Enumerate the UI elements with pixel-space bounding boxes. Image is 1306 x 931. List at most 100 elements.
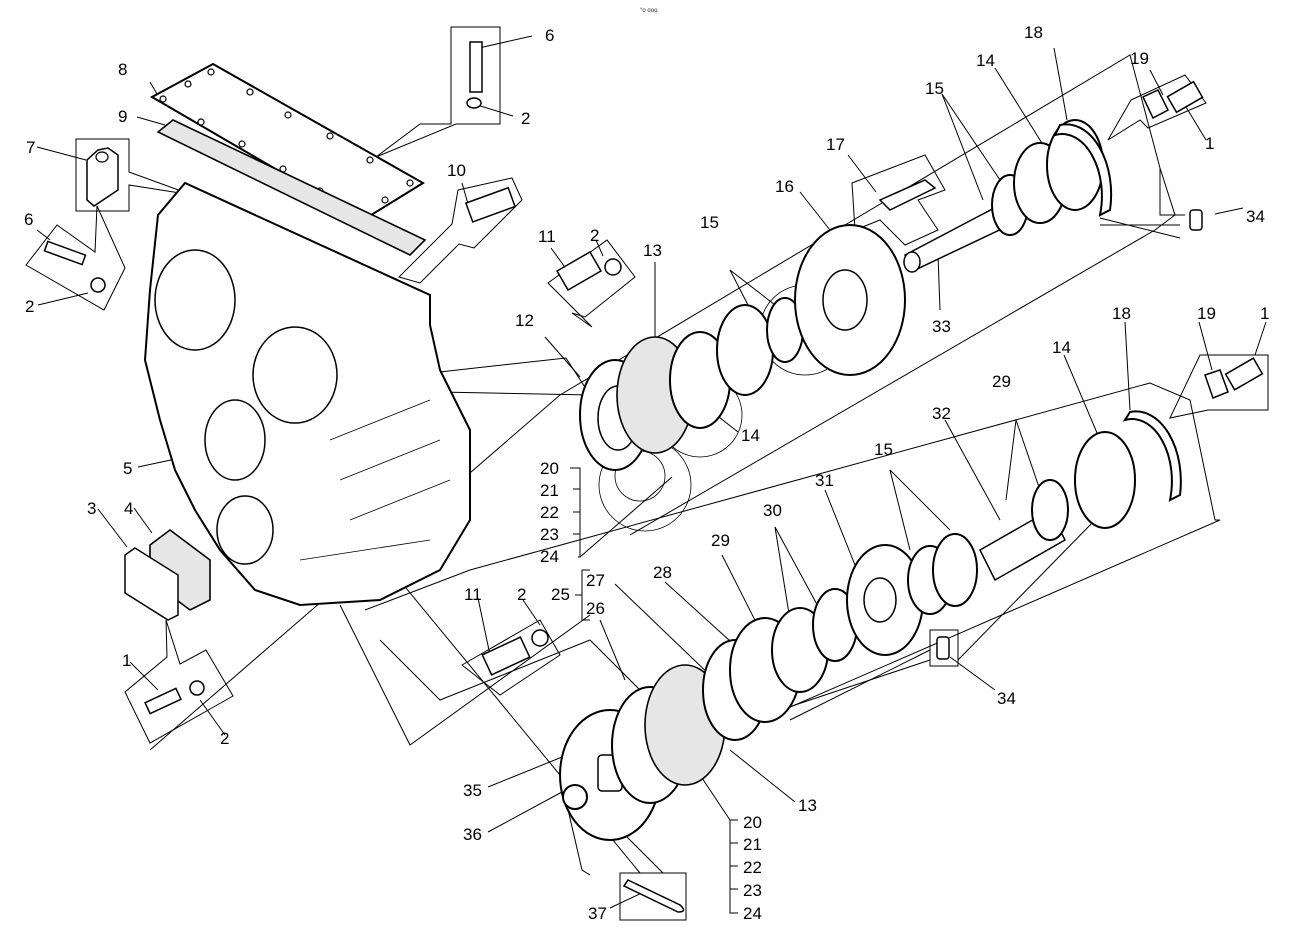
- lower-shaft-envelope: [364, 382, 1221, 756]
- bolt-washer-group-frame-right-lower: [1169, 354, 1269, 419]
- leader-18b: [1124, 321, 1131, 411]
- bracket-7: [86, 147, 119, 207]
- leader-2c: [199, 699, 226, 736]
- leader-2b: [37, 292, 89, 306]
- bolt-washer-group-frame-mid: [547, 239, 636, 328]
- leader-6b: [36, 229, 51, 241]
- callout-9: 9: [118, 107, 128, 126]
- callout-29: 29: [711, 531, 730, 550]
- washer-2b: [90, 277, 106, 293]
- callout-30: 30: [763, 501, 782, 520]
- bracket-plate: [86, 147, 119, 207]
- key-17: [878, 179, 937, 211]
- callout-25: 25: [551, 585, 570, 604]
- leader-31: [824, 489, 856, 566]
- leader-26: [599, 619, 626, 681]
- housing-long-leader: [279, 434, 591, 876]
- callout-27: 27: [586, 571, 605, 590]
- housing: [143, 181, 471, 607]
- bolt-6b: [43, 240, 87, 266]
- callout-15: 15: [700, 213, 719, 232]
- leader-15b-1: [729, 269, 749, 306]
- callout-17: 17: [826, 135, 845, 154]
- callout-11: 11: [538, 227, 556, 246]
- bolt-11a: [556, 250, 602, 292]
- stud-10: [464, 186, 516, 223]
- leader-34a: [1214, 207, 1244, 215]
- bolt-6a: [469, 41, 483, 93]
- leader-30-2: [774, 526, 821, 611]
- callout-2: 2: [220, 729, 230, 748]
- leader-34b: [949, 656, 996, 691]
- bolt-1c: [1224, 357, 1264, 391]
- side-cover: [124, 529, 211, 621]
- washer-2e: [531, 629, 549, 647]
- leader-2a: [476, 104, 514, 117]
- cover-plate: [149, 62, 425, 222]
- leader-9: [136, 116, 166, 126]
- pin-group-frame-lower: [929, 629, 959, 667]
- callout-31: 31: [815, 471, 834, 490]
- callout-37: 37: [588, 904, 607, 923]
- housing-bore-1: [154, 249, 236, 351]
- bearing-ring-14c: [1074, 431, 1136, 529]
- leader-28: [664, 581, 741, 651]
- leader-15a-2: [941, 93, 984, 201]
- callout-26: 26: [586, 599, 605, 618]
- housing-bore-4: [216, 495, 274, 565]
- callout-4: 4: [124, 499, 134, 518]
- brace-lower-item-22: 22: [743, 858, 762, 877]
- washer-2a: [466, 97, 482, 109]
- lockplate-19b: [1204, 369, 1229, 399]
- pin-34b: [936, 636, 950, 660]
- callout-19: 19: [1197, 304, 1216, 323]
- leader-11b: [477, 597, 491, 656]
- half-ring-18a: [1053, 123, 1113, 217]
- lower-shaft-assembly: [559, 410, 1182, 841]
- washer-2d: [604, 258, 622, 276]
- brace-upper-item-23: 23: [540, 525, 559, 544]
- callout-1: 1: [122, 651, 132, 670]
- bearing-15c-outer: [932, 533, 978, 607]
- bearing-29a: [1031, 479, 1069, 541]
- half-ring-18b: [1122, 410, 1182, 502]
- leader-29a-2: [1015, 419, 1041, 491]
- stud-group-frame: [398, 177, 523, 284]
- housing-bore-3: [204, 399, 266, 481]
- leader-34b-2: [779, 659, 931, 711]
- callout-32: 32: [932, 404, 951, 423]
- gasket: [156, 119, 427, 256]
- leader-15b-2: [729, 269, 776, 306]
- callout-13: 13: [798, 796, 817, 815]
- bolt-washer-group-frame-lower-mid: [461, 619, 561, 696]
- housing-lower-leader: [339, 604, 591, 746]
- callout-16: 16: [775, 177, 794, 196]
- callout-12: 12: [515, 311, 534, 330]
- callout-6: 6: [24, 210, 34, 229]
- callout-6: 6: [545, 26, 555, 45]
- leader-15c-1: [889, 469, 911, 551]
- callout-11: 11: [464, 585, 482, 604]
- gasket-plate: [156, 119, 427, 256]
- callout-1: 1: [1260, 304, 1270, 323]
- callout-3: 3: [87, 499, 97, 518]
- leader-4: [133, 507, 153, 534]
- leader-1b: [1182, 101, 1207, 141]
- leader-34a-2: [1099, 217, 1181, 239]
- bolt-washer-group-frame-left: [25, 205, 126, 311]
- leader-15c-2: [889, 469, 951, 531]
- callout-2: 2: [590, 226, 600, 245]
- upper-shaft-assembly: [579, 119, 1113, 471]
- leader-27: [614, 583, 716, 681]
- leader-12: [544, 336, 581, 378]
- cotter-pin-group-frame: [619, 872, 687, 921]
- callout-10: 10: [447, 161, 466, 180]
- callout-14: 14: [976, 51, 995, 70]
- pin-34a: [1189, 209, 1203, 231]
- header-mark: °o ooo: [640, 8, 658, 14]
- leader-35: [487, 754, 568, 788]
- leader-15a-1: [941, 93, 1001, 181]
- callout-34: 34: [997, 689, 1016, 708]
